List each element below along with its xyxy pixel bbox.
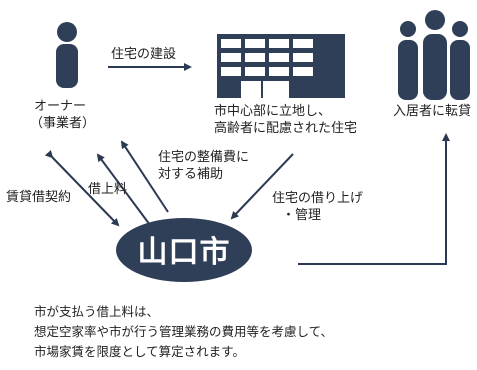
subsidy-label: 住宅の整備費に 対する補助 (158, 149, 249, 183)
leasing-label: 住宅の借り上げ ・管理 (272, 190, 363, 224)
subsidy-label-line2: 対する補助 (158, 167, 224, 182)
apartment-building-icon (217, 34, 345, 98)
arrow-subsidy (120, 140, 169, 213)
arrow-sublease (298, 133, 450, 265)
leasing-label-line1: 住宅の借り上げ (272, 191, 364, 206)
city-node (116, 218, 252, 282)
person-icon (56, 22, 78, 88)
lease-contract-label: 賃貸借契約 (6, 190, 72, 205)
arrow-contract (44, 149, 120, 227)
leasing-label-line2: ・管理 (282, 208, 322, 223)
owner-label-line2: （事業者） (30, 116, 96, 131)
footnote-line2: 想定空家率や市が行う管理業務の費用等を考慮して、 (34, 324, 334, 339)
footnote: 市が支払う借上料は、 想定空家率や市が行う管理業務の費用等を考慮して、 市場家賃… (34, 302, 333, 362)
subsidy-label-line1: 住宅の整備費に (158, 150, 250, 165)
owner-label: オーナー （事業者） (30, 98, 95, 132)
footnote-line3: 市場家賃を限度として算定されます。 (34, 344, 245, 359)
tenants-label: 入居者に転貸 (393, 104, 472, 119)
building-label-line2: 高齢者に配慮された住宅 (214, 121, 358, 136)
rent-label: 借上料 (88, 182, 128, 197)
arrow-leasing (230, 153, 294, 220)
owner-label-line1: オーナー (34, 99, 87, 114)
building-label: 市中心部に立地し、 高齢者に配慮された住宅 (214, 103, 357, 137)
footnote-line1: 市が支払う借上料は、 (34, 304, 160, 319)
city-label: 山口市 (137, 235, 231, 270)
arrow-rent (96, 153, 151, 226)
building-label-line1: 市中心部に立地し、 (214, 104, 332, 119)
construction-label: 住宅の建設 (111, 47, 177, 62)
group-of-people-icon (398, 10, 470, 100)
